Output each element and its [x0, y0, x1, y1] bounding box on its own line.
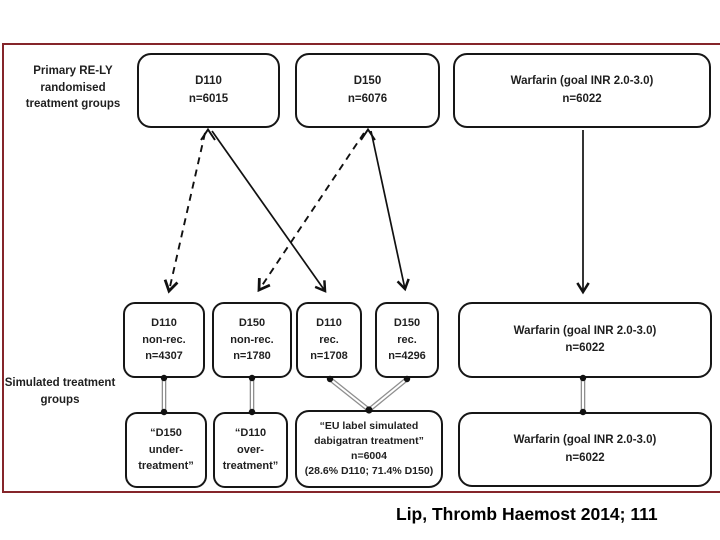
box-eu-label-simulated: “EU label simulated dabigatran treatment… [295, 410, 443, 488]
box-d110-randomised: D110 n=6015 [137, 53, 280, 128]
box-d110-overtreatment: “D110 over- treatment” [213, 412, 288, 488]
simulated-groups-label: Simulated treatment groups [4, 377, 116, 406]
box-warfarin-randomised: Warfarin (goal INR 2.0-3.0) n=6022 [453, 53, 711, 128]
box-d150-non-rec: D150 non-rec. n=1780 [212, 302, 292, 378]
box-d150-randomised: D150 n=6076 [295, 53, 440, 128]
box-warfarin-simulated-mid: Warfarin (goal INR 2.0-3.0) n=6022 [458, 302, 712, 378]
box-warfarin-simulated-bottom: Warfarin (goal INR 2.0-3.0) n=6022 [458, 412, 712, 487]
primary-groups-label: Primary RE-LY randomised treatment group… [25, 65, 121, 111]
box-d110-non-rec: D110 non-rec. n=4307 [123, 302, 205, 378]
diagram-frame [2, 43, 720, 493]
box-d150-undertreatment: “D150 under- treatment” [125, 412, 207, 488]
citation-caption: Lip, Thromb Haemost 2014; 111 [396, 504, 658, 524]
box-d150-rec: D150 rec. n=4296 [375, 302, 439, 378]
box-d110-rec: D110 rec. n=1708 [296, 302, 362, 378]
